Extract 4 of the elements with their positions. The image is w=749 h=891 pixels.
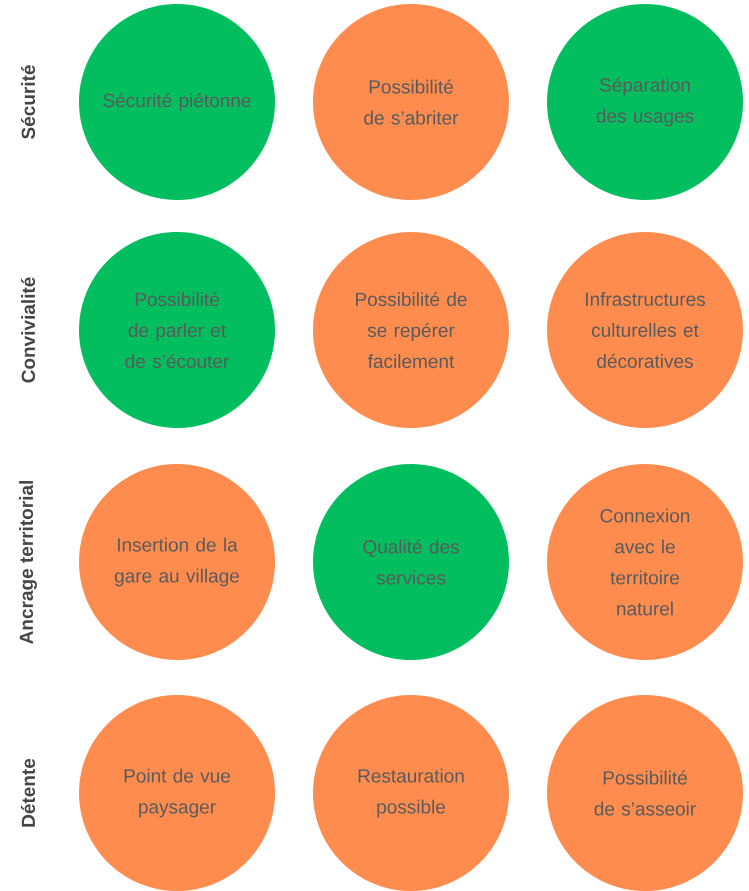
row-label: Ancrage territorial [19,481,37,644]
row-label: Convivialité [20,277,36,383]
row-label: Sécurité [20,65,36,139]
row-label: Détente [20,758,36,827]
